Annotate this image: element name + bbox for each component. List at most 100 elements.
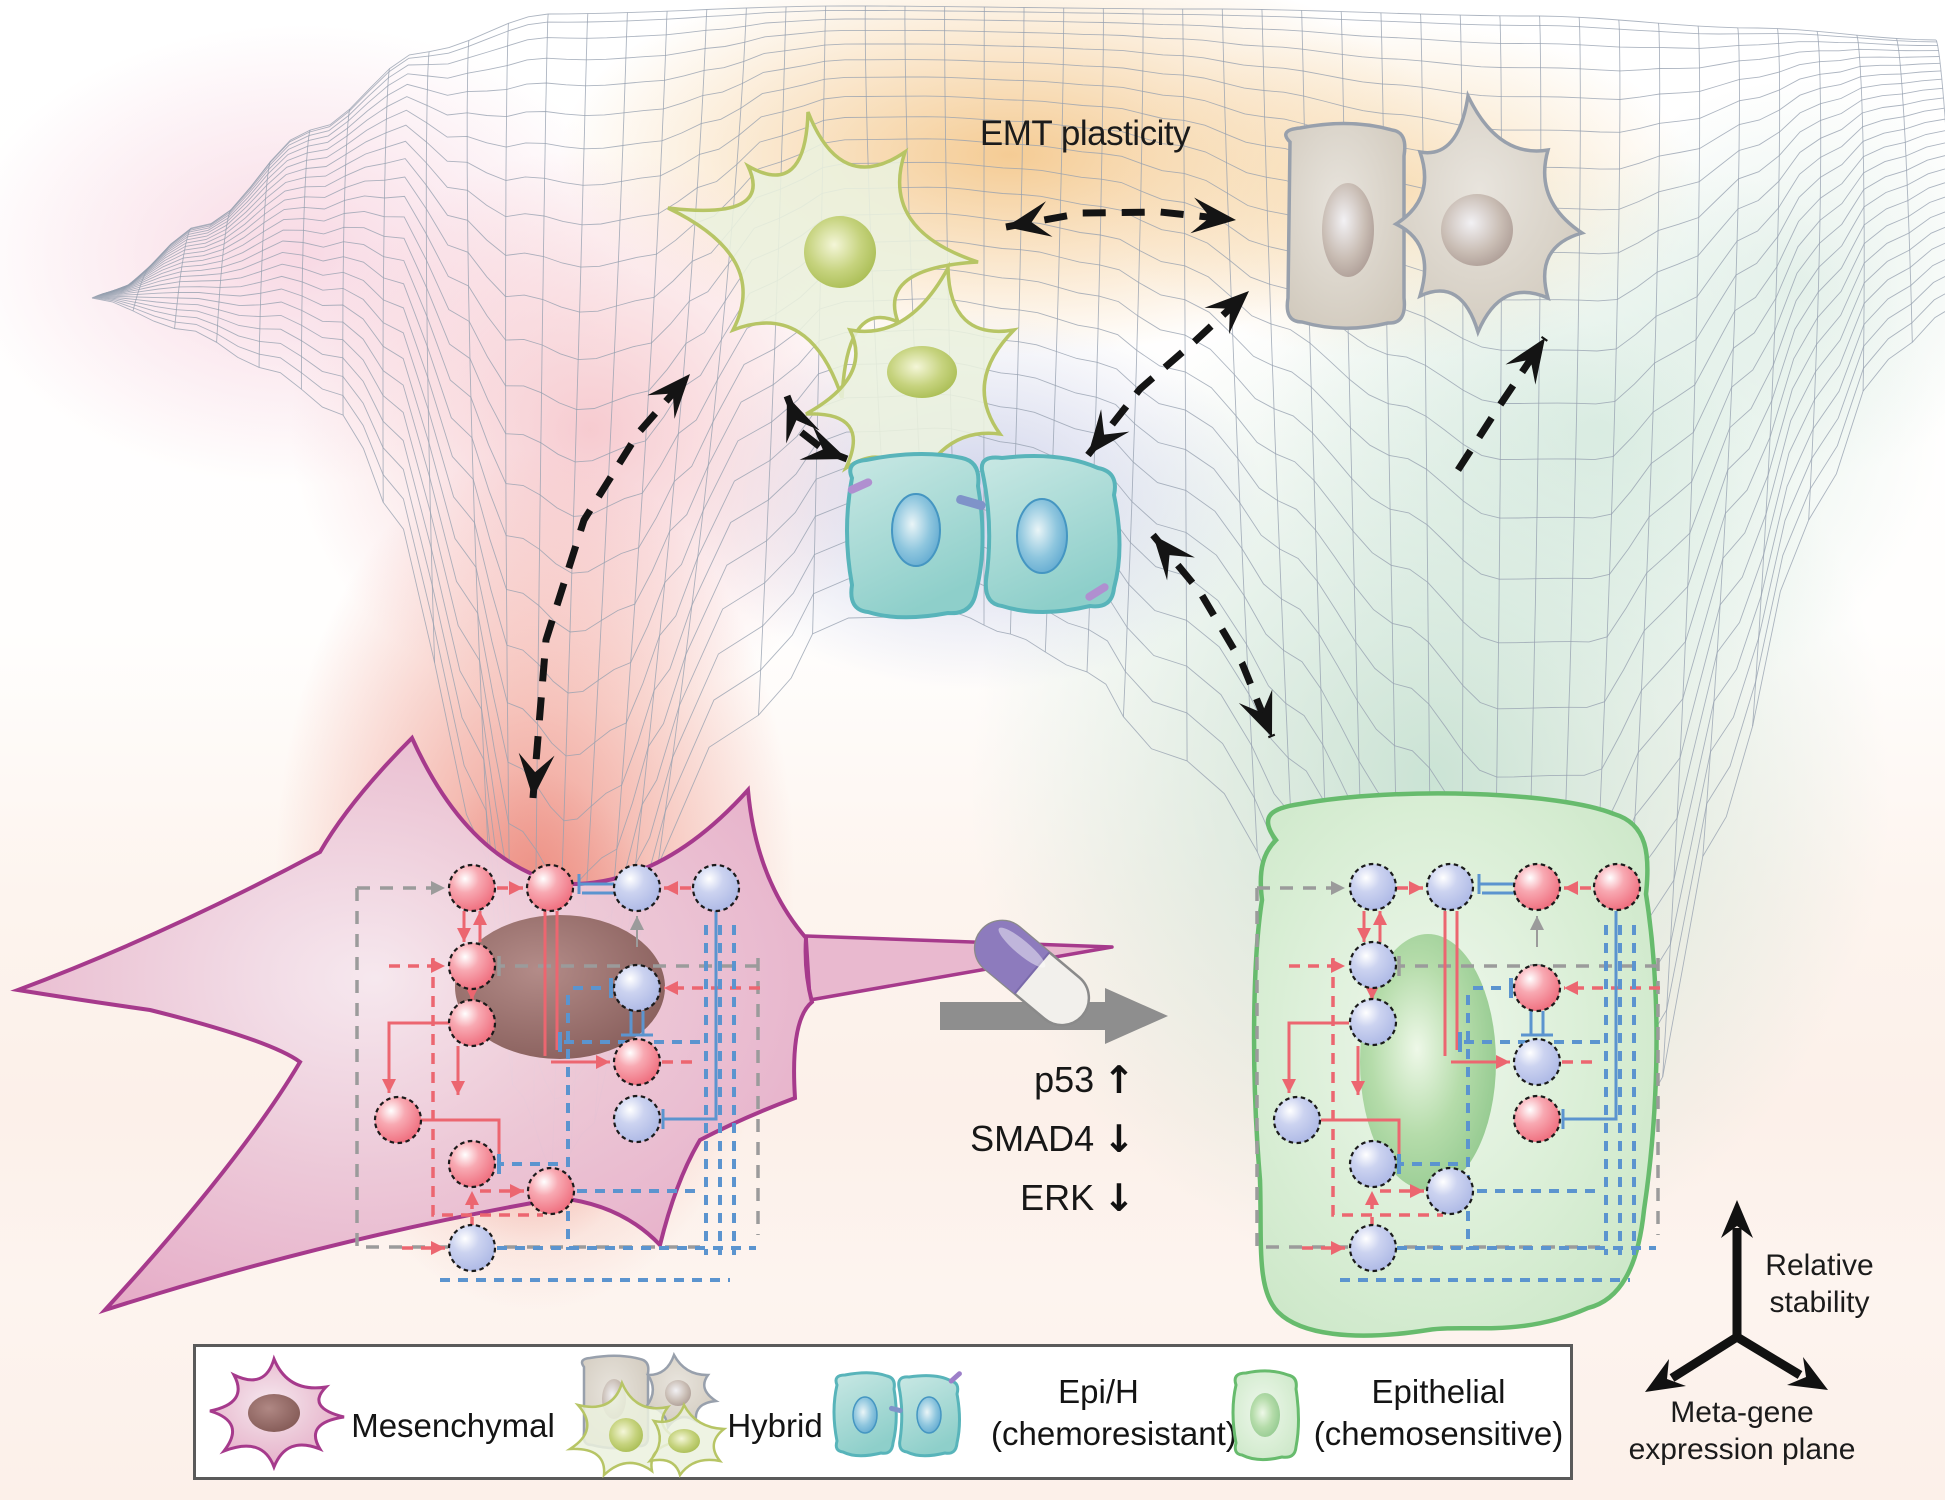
marker-row-smad4: SMAD4 ↓ <box>900 1109 1135 1168</box>
edge-arrowhead <box>1351 1081 1365 1095</box>
legend-label-epih-line1: Epi/H <box>1058 1373 1139 1410</box>
network-edge <box>1331 958 1443 1217</box>
network-node-low <box>1425 1166 1475 1216</box>
network-node-high <box>447 998 497 1048</box>
transition-arrowhead <box>647 374 690 419</box>
epi-h-nucleus <box>891 493 941 567</box>
network-edge <box>1287 1021 1349 1093</box>
edge-arrowhead <box>457 928 471 942</box>
edge-arrowhead <box>1331 881 1345 895</box>
network-node-high <box>447 1139 497 1189</box>
legend-label-epithelial-line1: Epithelial <box>1371 1373 1506 1410</box>
edge-arrowhead <box>473 911 487 925</box>
network-node-low <box>1348 1139 1398 1189</box>
epi-h-cell-pair <box>845 452 1122 620</box>
edge-arrowhead <box>431 1241 445 1255</box>
edge-arrowhead <box>1564 981 1578 995</box>
mesh-line <box>110 18 1938 293</box>
edge-arrowhead <box>1496 1055 1510 1069</box>
metagene-line2: expression plane <box>1628 1433 1856 1466</box>
relative-stability-label: Relative stability <box>1732 1247 1907 1321</box>
network-node-high <box>526 1166 576 1216</box>
transition-arrowhead <box>1153 535 1195 581</box>
transition-arrowhead <box>1190 197 1236 234</box>
mesh-line <box>111 9 1937 293</box>
gray-cell-nucleus <box>1441 194 1513 266</box>
junction-bar <box>956 494 986 510</box>
network-edge <box>1321 1118 1401 1164</box>
junction-bar <box>847 478 873 494</box>
transition-arrowhead <box>1088 409 1130 455</box>
axes-indicator <box>1645 1200 1828 1392</box>
axis-arrowhead-right <box>1787 1357 1828 1390</box>
mesh-line <box>100 155 1945 580</box>
edge-arrowhead <box>1530 916 1544 930</box>
edge-arrowhead <box>630 916 644 930</box>
hybrid-cells-icon <box>565 1351 728 1479</box>
mesh-line <box>98 182 1945 710</box>
edge-arrowhead <box>509 881 523 895</box>
pill-icon <box>973 919 1091 1027</box>
gene-label: ERK <box>1020 1176 1095 1218</box>
transition-arrow <box>1085 288 1252 458</box>
transition-arrowhead <box>1505 338 1545 385</box>
legend: Mesenchymal Hybrid Epi/H (chemoresistant… <box>193 1344 1573 1480</box>
network-node-low <box>1348 997 1398 1047</box>
edge-arrowhead <box>596 1055 610 1069</box>
edge-arrowhead <box>510 1184 524 1198</box>
network-node-high <box>1512 862 1562 912</box>
network-node-low <box>1348 1223 1398 1273</box>
gray-cell-nucleus <box>1322 183 1374 277</box>
mesh-line <box>101 142 1945 519</box>
network-node-high <box>1512 963 1562 1013</box>
transition-arrowhead <box>1006 201 1053 237</box>
edge-arrowhead <box>1331 1241 1345 1255</box>
junction-bar <box>1085 583 1109 601</box>
legend-label-epithelial-line2: (chemosensitive) <box>1313 1415 1564 1452</box>
mesh-line <box>97 196 1945 778</box>
network-node-low <box>691 863 741 913</box>
gene-label: SMAD4 <box>970 1117 1095 1159</box>
network-edge <box>431 958 543 1217</box>
olive-cell-nucleus <box>804 216 876 288</box>
legend-label-epih-line2: (chemoresistant) <box>991 1415 1237 1452</box>
edge-arrowhead <box>1564 881 1578 895</box>
transition-arrow <box>1150 532 1276 739</box>
mesh-line <box>106 70 1942 294</box>
network-node-low <box>1348 940 1398 990</box>
down-arrow-icon: ↓ <box>1103 1175 1135 1220</box>
network-node-low <box>1272 1095 1322 1145</box>
relative-stability-line2: stability <box>1769 1286 1870 1319</box>
edge-arrowhead <box>1410 1184 1424 1198</box>
network-node-high <box>373 1095 423 1145</box>
network-node-low <box>1348 862 1398 912</box>
edge-arrowhead <box>451 1081 465 1095</box>
network-node-high <box>612 1037 662 1087</box>
epi-h-nucleus <box>1016 498 1068 574</box>
transition-arrowhead <box>518 752 555 798</box>
hybrid-cells-gray <box>1284 90 1587 338</box>
edge-arrowhead <box>664 981 678 995</box>
mesh-line <box>111 5 1937 293</box>
network-node-high <box>447 863 497 913</box>
metagene-line1: Meta-gene <box>1670 1396 1814 1429</box>
transition-arrowhead <box>1238 689 1273 737</box>
edge-arrowhead <box>1373 911 1387 925</box>
metagene-plane-label: Meta-gene expression plane <box>1597 1394 1887 1468</box>
edge-arrowhead <box>431 959 445 973</box>
mesh-line <box>107 59 1941 293</box>
network-node-low <box>1512 1037 1562 1087</box>
network-node-high <box>525 863 575 913</box>
network-node-high <box>1512 1094 1562 1144</box>
edge-arrowhead <box>1409 881 1423 895</box>
epithelial-cell <box>1251 791 1659 1338</box>
network-edge <box>421 1118 501 1164</box>
edge-arrowhead <box>1357 928 1371 942</box>
drug-marker-panel: p53 ↑ SMAD4 ↓ ERK ↓ <box>900 1050 1135 1227</box>
edge-arrowhead <box>664 881 678 895</box>
transition-arrowhead <box>786 396 820 444</box>
network-node-low <box>612 963 662 1013</box>
transition-arrowhead <box>799 426 847 460</box>
